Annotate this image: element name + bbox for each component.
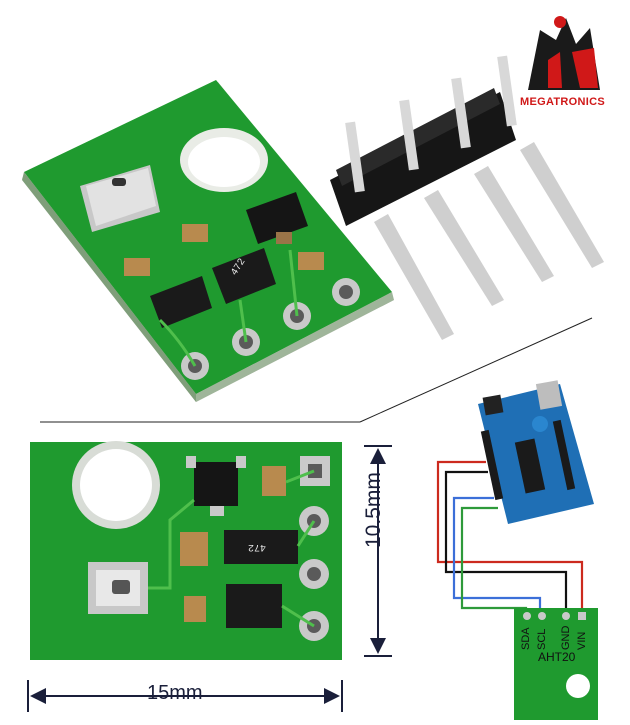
aht20-module: [514, 608, 598, 720]
arduino-board: [478, 380, 594, 524]
pin-label-gnd: GND: [560, 625, 572, 650]
height-dimension-label: 10.5mm: [362, 472, 385, 548]
pin-label-sda: SDA: [520, 627, 532, 650]
pin-label-scl: SCL: [536, 628, 548, 650]
separator-diagonal: [359, 317, 593, 423]
aht20-board-title: AHT20: [538, 650, 576, 664]
pin-header-photo: [330, 55, 604, 340]
dimension-arrows: [27, 445, 392, 712]
resistor-marking-top-view: 472: [248, 541, 267, 552]
pin-label-vin: VIN: [576, 631, 588, 650]
brand-name-text: MEGATRONICS: [520, 96, 605, 108]
width-dimension-label: 15mm: [147, 682, 203, 704]
brand-logo: [528, 16, 600, 90]
pcb-top-view: [30, 441, 342, 660]
pcb-angled-photo: [22, 80, 394, 402]
